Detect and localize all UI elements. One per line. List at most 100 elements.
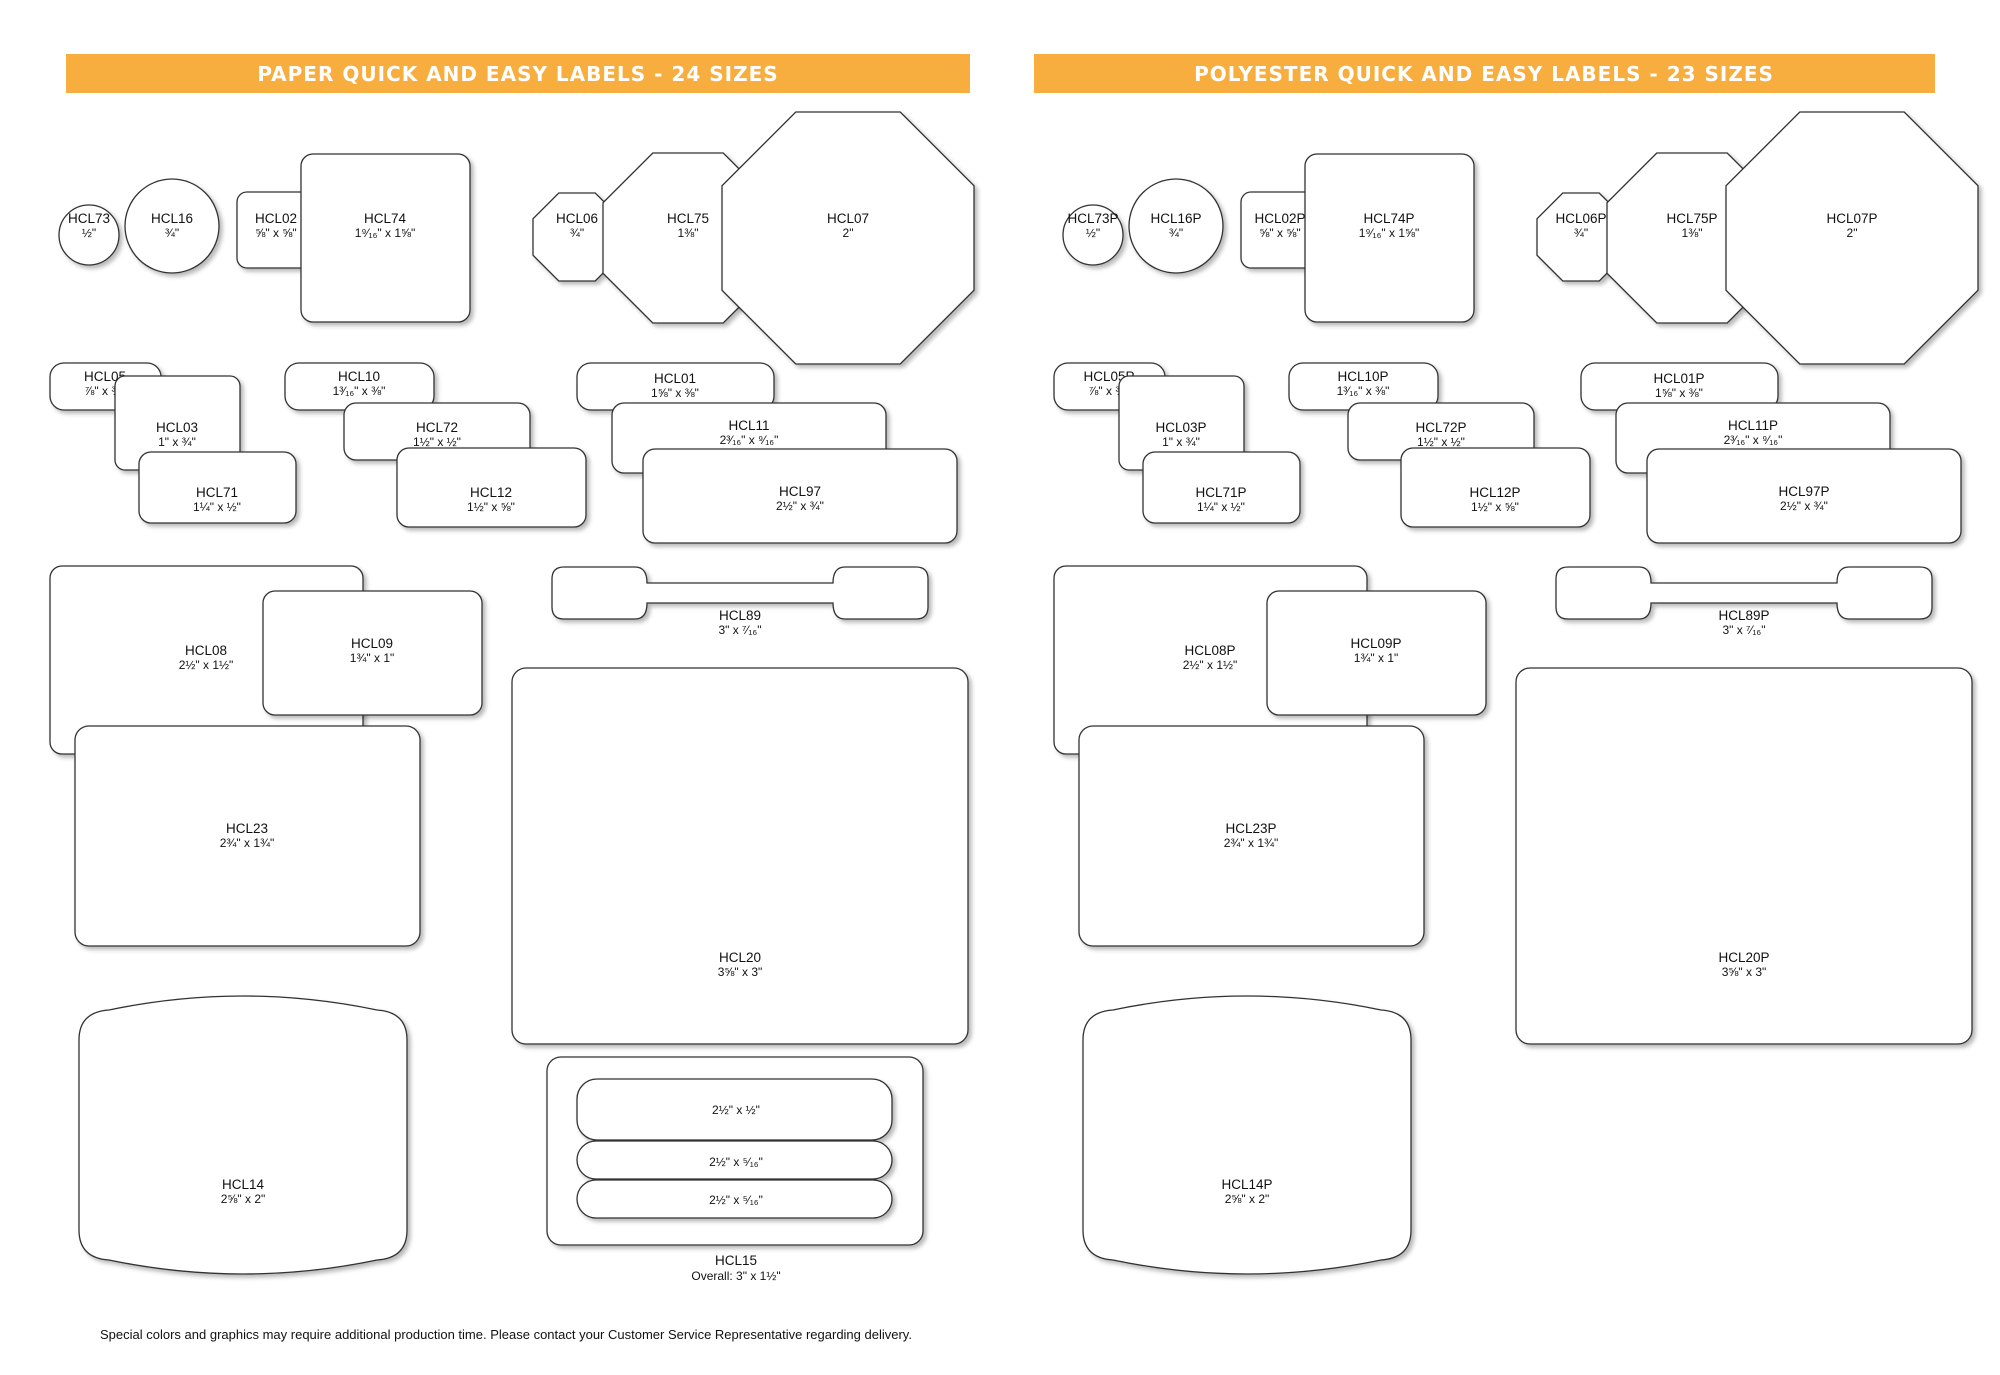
label-hcl74-size: 1⁹⁄₁₆" x 1⅝" — [355, 226, 416, 240]
label-hcl75p-size: 1⅜" — [1682, 226, 1703, 240]
label-hcl07p-size: 2" — [1847, 226, 1858, 240]
label-hcl08-size: 2½" x 1½" — [179, 658, 234, 672]
label-hcl12-code: HCL12 — [470, 485, 512, 500]
hcl15-part-1-size: 2½" x ½" — [712, 1103, 760, 1117]
hcl15-part-3-size: 2½" x ⁵⁄₁₆" — [709, 1193, 763, 1207]
label-hcl14-code: HCL14 — [222, 1177, 265, 1192]
label-hcl74-code: HCL74 — [364, 211, 407, 226]
label-hcl97-shape — [642, 448, 958, 544]
label-hcl08-code: HCL08 — [185, 643, 227, 658]
label-hcl05-code: HCL05 — [84, 369, 126, 384]
label-hcl74p-size: 1⁹⁄₁₆" x 1⅝" — [1359, 226, 1420, 240]
label-hcl97-code: HCL97 — [779, 484, 821, 499]
label-hcl73-size: ½" — [82, 226, 96, 240]
label-hcl08p-code: HCL08P — [1184, 643, 1235, 658]
footer-note: Special colors and graphics may require … — [100, 1327, 912, 1342]
label-hcl12-size: 1½" x ⅝" — [467, 500, 515, 514]
label-hcl11p-size: 2³⁄₁₆" x ⁹⁄₁₆" — [1724, 433, 1783, 447]
label-hcl20-size: 3⅝" x 3" — [718, 965, 763, 979]
label-hcl75p-code: HCL75P — [1666, 211, 1717, 226]
label-hcl07p-shape — [1725, 111, 1979, 365]
label-hcl06p-size: ¾" — [1574, 226, 1588, 240]
label-hcl16p-code: HCL16P — [1150, 211, 1201, 226]
label-hcl71p-size: 1¼" x ½" — [1197, 500, 1245, 514]
label-hcl97-size: 2½" x ¾" — [776, 499, 824, 513]
label-hcl09p-shape — [1266, 590, 1487, 716]
label-hcl09p-size: 1¾" x 1" — [1354, 651, 1399, 665]
label-hcl71-size: 1¼" x ½" — [193, 500, 241, 514]
label-hcl20p-code: HCL20P — [1718, 950, 1769, 965]
label-hcl11p-code: HCL11P — [1728, 418, 1778, 433]
label-hcl16p-size: ¾" — [1169, 226, 1183, 240]
label-hcl16-code: HCL16 — [151, 211, 193, 226]
label-hcl23p-shape — [1078, 725, 1425, 947]
label-hcl10-size: 1³⁄₁₆" x ⅜" — [333, 384, 386, 398]
label-hcl89p-shape — [1555, 566, 1933, 620]
paper-banner-bar — [66, 54, 970, 93]
label-hcl12p-code: HCL12P — [1469, 485, 1520, 500]
label-hcl74p-code: HCL74P — [1363, 211, 1414, 226]
label-hcl02p-code: HCL02P — [1254, 211, 1305, 226]
label-hcl14-size: 2⅝" x 2" — [221, 1192, 266, 1206]
label-hcl10-code: HCL10 — [338, 369, 380, 384]
label-hcl23p-code: HCL23P — [1225, 821, 1276, 836]
label-hcl72p-code: HCL72P — [1415, 420, 1466, 435]
label-hcl07-size: 2" — [843, 226, 854, 240]
polyester-banner-bar — [1034, 54, 1935, 93]
polyester-banner: POLYESTER QUICK AND EASY LABELS - 23 SIZ… — [1034, 54, 1935, 93]
label-hcl73p-code: HCL73P — [1067, 211, 1118, 226]
label-hcl07p-code: HCL07P — [1826, 211, 1877, 226]
label-hcl02p-size: ⅝" x ⅝" — [1259, 226, 1300, 240]
label-hcl72-size: 1½" x ½" — [413, 435, 461, 449]
label-hcl14p-size: 2⅝" x 2" — [1225, 1192, 1270, 1206]
label-hcl23-size: 2¾" x 1¾" — [220, 836, 275, 850]
label-hcl10p-size: 1³⁄₁₆" x ⅜" — [1337, 384, 1390, 398]
label-hcl03-size: 1" x ¾" — [158, 435, 196, 449]
label-hcl09-code: HCL09 — [351, 636, 393, 651]
label-hcl01p-code: HCL01P — [1653, 371, 1704, 386]
label-hcl23-shape — [74, 725, 421, 947]
polyester-banner-title: POLYESTER QUICK AND EASY LABELS - 23 SIZ… — [1194, 62, 1774, 86]
label-hcl01p-size: 1⅝" x ⅜" — [1655, 386, 1703, 400]
label-hcl20-code: HCL20 — [719, 950, 761, 965]
hcl15-label-group: 2½" x ½" 2½" x ⁵⁄₁₆" 2½" x ⁵⁄₁₆" HCL15 O… — [546, 1056, 924, 1283]
label-hcl12p-shape — [1400, 447, 1591, 528]
label-hcl14p-code: HCL14P — [1221, 1177, 1272, 1192]
label-hcl16p-shape — [1128, 178, 1224, 274]
label-hcl16-size: ¾" — [165, 226, 179, 240]
paper-banner: PAPER QUICK AND EASY LABELS - 24 SIZES — [66, 54, 970, 93]
label-hcl11-code: HCL11 — [728, 418, 769, 433]
label-hcl72p-size: 1½" x ½" — [1417, 435, 1465, 449]
label-hcl73-code: HCL73 — [68, 211, 110, 226]
label-hcl71p-shape — [1142, 451, 1301, 524]
label-hcl73p-size: ½" — [1086, 226, 1100, 240]
